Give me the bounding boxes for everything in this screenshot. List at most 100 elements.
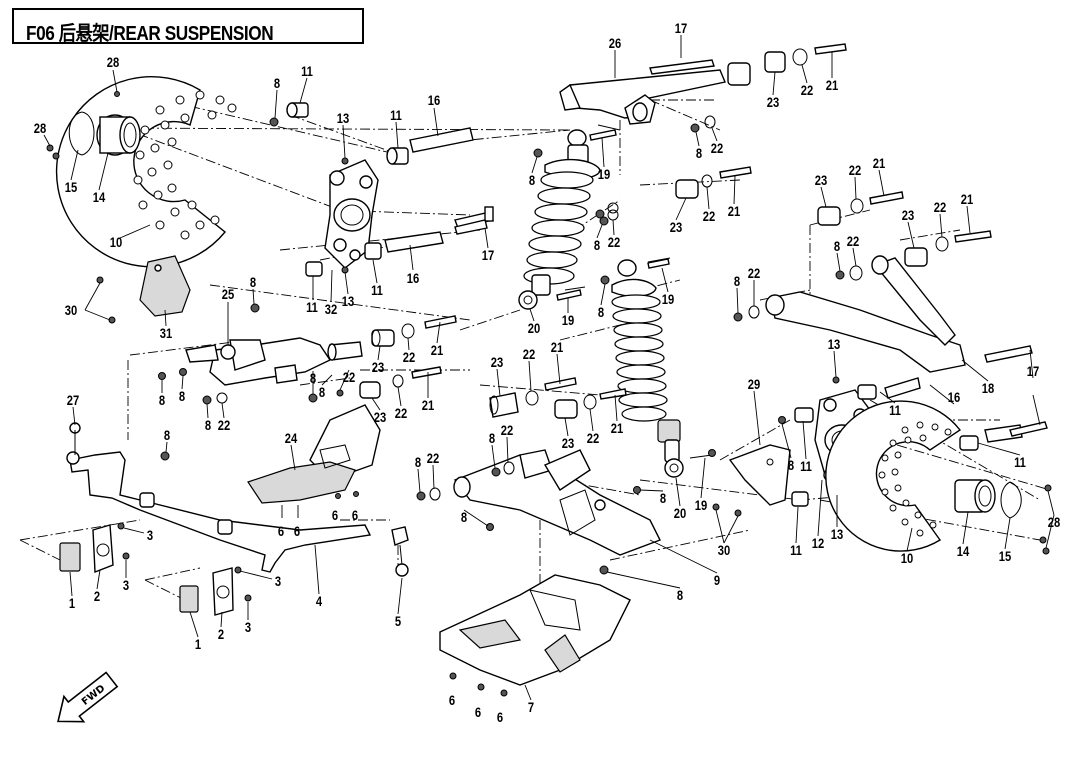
bolts-19 [556,129,670,301]
part-label-l1b: 1 [194,636,202,652]
skid-plate-7 [439,574,631,697]
part-label-l6g: 6 [496,709,504,725]
part-label-l28c: 28 [1047,514,1061,530]
part-label-l21c: 21 [872,155,886,171]
part-label-l16a: 16 [427,92,441,108]
part-label-l11d: 11 [371,282,383,298]
part-label-l8o: 8 [659,490,667,506]
part-label-l8t: 8 [787,457,795,473]
part-label-l21a: 21 [825,77,839,93]
part-label-l8a: 8 [273,75,281,91]
part-label-l11g: 11 [1014,454,1026,470]
part-label-l22n: 22 [586,430,600,446]
part-label-l13b: 13 [341,293,355,309]
part-label-l29: 29 [747,376,761,392]
bushings-23-left [308,315,457,403]
bushings-left-upper [269,102,494,277]
part-label-l28a: 28 [106,54,120,70]
part-label-l8h: 8 [163,427,171,443]
part-label-l21g: 21 [550,339,564,355]
lower-arm-middle [416,377,661,575]
part-label-l6f: 6 [474,704,482,720]
part-label-l11e: 11 [800,458,812,474]
part-label-l22i: 22 [402,349,416,365]
leader-lines [43,35,1055,701]
upper-arm-right [599,166,992,373]
part-label-l23h: 23 [561,435,575,451]
part-label-l19d: 19 [694,497,708,513]
part-label-l11b: 11 [390,107,402,123]
part-label-l13d: 13 [830,526,844,542]
part-label-l15b: 15 [998,548,1012,564]
part-label-l8p: 8 [676,587,684,603]
part-label-l3b: 3 [122,577,130,593]
brake-disc-right [825,400,962,552]
part-label-l11a: 11 [301,63,313,79]
part-label-l32: 32 [324,301,338,317]
shock-absorber-front [518,124,621,310]
part-label-l22c: 22 [702,208,716,224]
part-label-l22p: 22 [426,450,440,466]
lower-arm-25 [158,303,363,405]
part-label-l3: 3 [146,527,154,543]
part-label-l14a: 14 [92,189,106,205]
part-label-l8g: 8 [318,384,326,400]
guard-plate-31 [96,255,191,324]
part-label-l22k: 22 [394,405,408,421]
part-label-l8i: 8 [528,172,536,188]
part-label-l9: 9 [713,572,721,588]
title-box: F06 后悬架/REAR SUSPENSION [12,8,364,45]
part-label-l21d: 21 [960,191,974,207]
part-label-l23e: 23 [371,359,385,375]
part-label-l22j: 22 [342,369,356,385]
bracket-29 [708,444,791,517]
part-label-l23a: 23 [766,94,780,110]
long-bolts-17 [454,219,1048,437]
part-label-l23f: 23 [373,409,387,425]
part-label-l14b: 14 [956,543,970,559]
part-label-l19b: 19 [661,291,675,307]
part-label-l8d: 8 [178,388,186,404]
part-label-l8f: 8 [309,370,317,386]
part-label-l16b: 16 [406,270,420,286]
brake-disc-left [55,76,237,268]
part-label-l20a: 20 [527,320,541,336]
part-label-l19c: 19 [561,312,575,328]
part-label-l19a: 19 [597,166,611,182]
part-label-l17b: 17 [481,247,495,263]
part-label-l22d: 22 [607,234,621,250]
part-label-l8e: 8 [204,417,212,433]
part-label-l25: 25 [221,286,235,302]
part-label-l22e: 22 [848,162,862,178]
part-label-l16c: 16 [947,389,961,405]
part-label-l13a: 13 [336,110,350,126]
bearing-left [46,91,141,160]
part-label-l6d: 6 [351,507,359,523]
part-label-l17c: 17 [1026,363,1040,379]
part-label-l21b: 21 [727,203,741,219]
part-label-l8q: 8 [695,145,703,161]
part-label-l6e: 6 [448,692,456,708]
part-label-l22f: 22 [933,199,947,215]
part-label-l18: 18 [981,380,995,396]
knuckle-left [324,159,379,269]
part-label-l11f: 11 [889,402,901,418]
part-label-l8c: 8 [158,392,166,408]
part-label-l30a: 30 [64,302,78,318]
part-label-l11c: 11 [306,299,318,315]
clamp-parts [59,522,409,616]
part-label-l10b: 10 [900,550,914,566]
part-label-l21h: 21 [610,420,624,436]
part-label-l6c: 6 [331,507,339,523]
part-label-l20b: 20 [673,505,687,521]
part-label-l8b: 8 [249,274,257,290]
part-label-l8k: 8 [597,304,605,320]
part-label-l2: 2 [93,588,101,604]
part-label-l27: 27 [66,392,80,408]
page-title: F06 后悬架/REAR SUSPENSION [26,23,274,45]
part-label-l8s: 8 [833,238,841,254]
part-label-l23d: 23 [901,207,915,223]
part-label-l8r: 8 [733,273,741,289]
part-label-l11h: 11 [790,542,802,558]
